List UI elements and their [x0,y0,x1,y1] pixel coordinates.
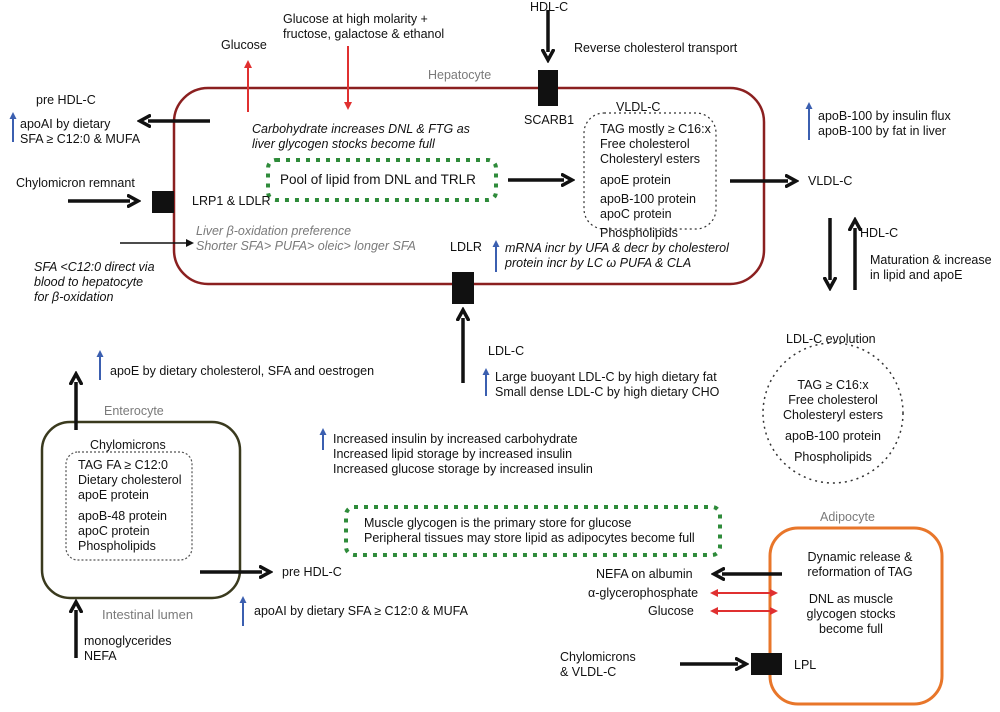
ldlr-label: LDLR [450,240,482,254]
ldlr-regulation-label: mRNA incr by UFA & decr by cholesterol p… [505,241,729,270]
chylomicron-contents-list: TAG FA ≥ C12:0 Dietary cholesterol apoE … [78,458,182,553]
ldl-diet-effects-label: Large buoyant LDL-C by high dietary fat … [495,370,720,399]
lpl-receptor [751,653,782,675]
insulin-effects-label: Increased insulin by increased carbohydr… [333,432,593,476]
muscle-box [344,505,722,557]
enterocyte-label: Enterocyte [104,404,164,418]
adipocyte-label: Adipocyte [820,510,875,524]
sfa-direct-label: SFA <C12:0 direct via blood to hepatocyt… [34,260,155,304]
nefa-label: NEFA on albumin [596,567,693,581]
lipid-pool-label: Pool of lipid from DNL and TRLR [280,172,476,187]
enterocyte-cell [40,420,242,600]
hdl-in-label: HDL-C [530,0,569,14]
lpl-label: LPL [794,658,817,672]
adipocyte-dnl-label: DNL as muscle glycogen stocks become ful… [806,592,896,636]
muscle-glycogen-label: Muscle glycogen is the primary store for… [364,516,695,545]
glucose-in-label: Glucose at high molarity + fructose, gal… [283,12,445,41]
enterocyte-pre-hdl-label: pre HDL-C [282,565,342,579]
adipocyte-cell [768,526,944,706]
reverse-transport-label: Reverse cholesterol transport [574,41,738,55]
intestinal-lumen-label: Intestinal lumen [102,607,194,622]
ldl-evolution-circle [762,342,904,484]
maturation-label: Maturation & increase in lipid and apoE [870,253,992,282]
chylomicrons-title: Chylomicrons [90,438,166,452]
pre-hdl-label: pre HDL-C [36,93,96,107]
adipocyte-glucose-label: Glucose [648,604,694,618]
hepatocyte-label: Hepatocyte [428,68,492,82]
apoe-note-label: apoE by dietary cholesterol, SFA and oes… [110,364,375,378]
hdl-exchange-label: HDL-C [860,226,899,240]
chylo-vldl-label: Chylomicrons & VLDL-C [560,650,636,679]
ldl-label: LDL-C [488,344,525,358]
vldl-out-label: VLDL-C [808,174,853,188]
ldl-contents-list: TAG ≥ C16:x Free cholesterol Cholesteryl… [782,378,884,464]
vldl-contents-list: TAG mostly ≥ C16:x Free cholesterol Chol… [600,122,711,240]
carb-dnl-label: Carbohydrate increases DNL & FTG as live… [252,122,470,151]
scarb1-receptor [538,70,558,106]
scarb1-label: SCARB1 [524,113,575,127]
ldlr-receptor [452,272,474,304]
apoai-dietary-label: apoAI by dietary SFA ≥ C12:0 & MUFA [20,117,141,146]
lrp1-ldlr-label: LRP1 & LDLR [192,194,271,208]
lrp1-ldlr-receptor [152,191,174,213]
vldl-contents-box [583,112,717,230]
chylomicron-remnant-label: Chylomicron remnant [16,176,135,190]
enterocyte-apoai-label: apoAI by dietary SFA ≥ C12:0 & MUFA [254,604,468,618]
glycerophosphate-label: α-glycerophosphate [588,586,699,600]
glucose-out-label: Glucose [221,38,267,52]
vldl-box-title: VLDL-C [616,100,661,114]
dynamic-release-label: Dynamic release & reformation of TAG [807,550,913,579]
beta-oxidation-label: Liver β-oxidation preference Shorter SFA… [196,224,416,253]
ldl-evolution-title: LDL-C evolution [786,332,876,346]
lumen-inputs-label: monoglycerides NEFA [84,634,172,663]
apob-regulation-label: apoB-100 by insulin flux apoB-100 by fat… [818,109,951,138]
